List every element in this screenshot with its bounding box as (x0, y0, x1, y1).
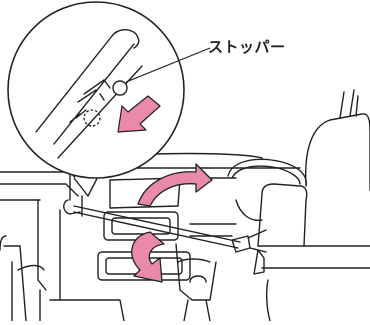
seat-headrest (258, 90, 370, 321)
stopper-bar (64, 200, 266, 274)
left-door-frame (0, 172, 124, 321)
pink-curved-arrow-down-icon (132, 232, 164, 282)
stopper-callout-label: ストッパー (208, 36, 286, 57)
magnified-detail (8, 2, 210, 196)
center-console (176, 244, 216, 321)
pink-curved-arrow-right-icon (138, 164, 212, 206)
